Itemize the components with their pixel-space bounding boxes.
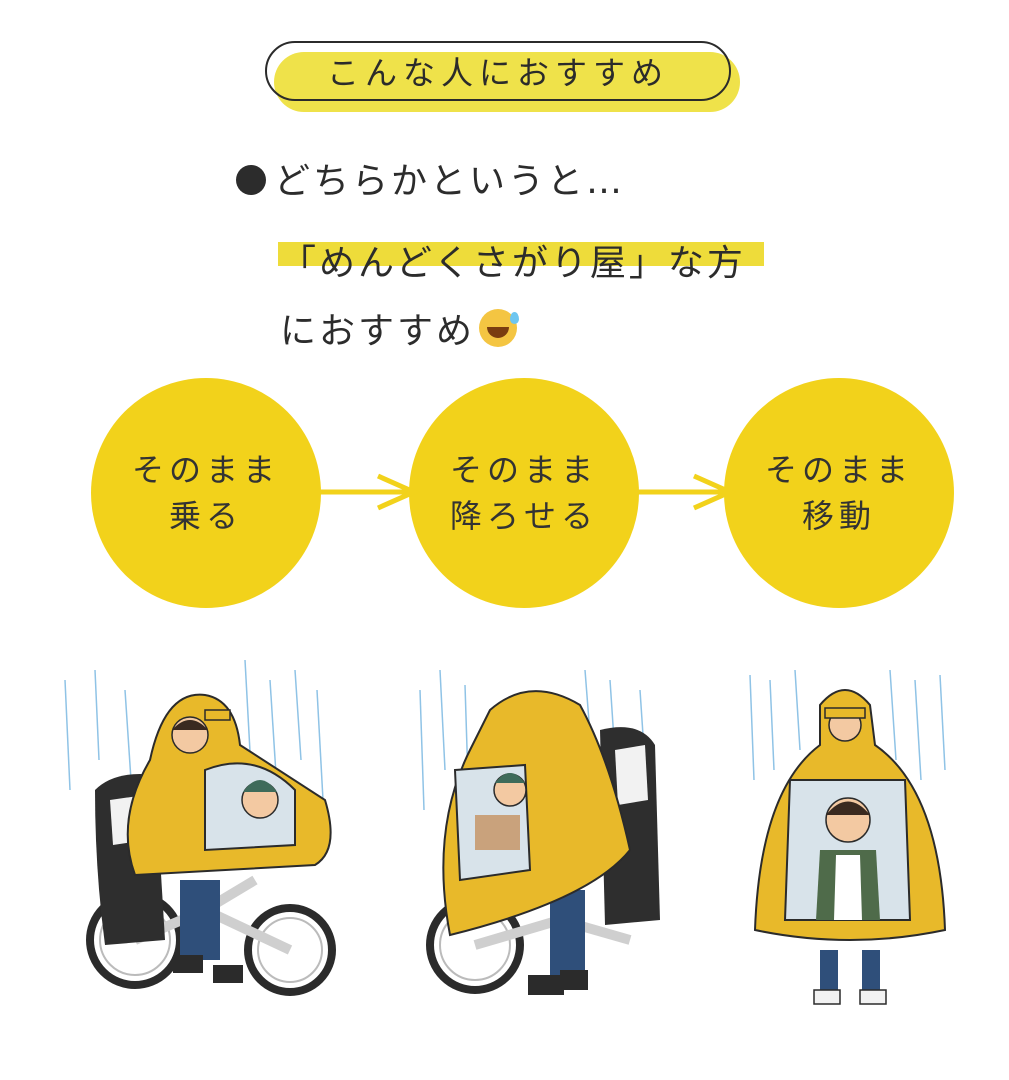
step-1-line-1: そのまま: [131, 451, 280, 489]
step-1-line-2: 乗る: [168, 497, 243, 535]
text-highlight: [278, 242, 764, 266]
step-circle-ride: そのまま 乗る: [91, 378, 321, 608]
recommendation-line-2: 「めんどくさがり屋」な方: [280, 243, 746, 284]
parent-unloading-child-illustration: [419, 669, 660, 995]
title-badge: こんな人におすすめ: [265, 41, 731, 101]
recommendation-line-3: におすすめ: [280, 311, 476, 352]
step-circle-unload: そのまま 降ろせる: [409, 378, 639, 608]
title-highlight: [274, 52, 740, 112]
step-circle-move: そのまま 移動: [724, 378, 954, 608]
arrow-right-icon: [632, 473, 737, 511]
arrow-right-icon: [316, 473, 421, 511]
step-2-line-2: 降ろせる: [449, 497, 598, 535]
sweat-smile-emoji-icon: [479, 309, 520, 347]
parent-carrying-child-illustration: [749, 669, 947, 1005]
page-title: こんな人におすすめ: [326, 54, 669, 92]
step-2-line-1: そのまま: [449, 451, 598, 489]
rider-on-bike-illustration: [64, 659, 336, 996]
step-3-line-2: 移動: [801, 497, 876, 535]
recommendation-line-1: どちらかというと…: [274, 161, 626, 202]
bullet-icon: [236, 165, 266, 195]
step-3-line-1: そのまま: [764, 451, 913, 489]
